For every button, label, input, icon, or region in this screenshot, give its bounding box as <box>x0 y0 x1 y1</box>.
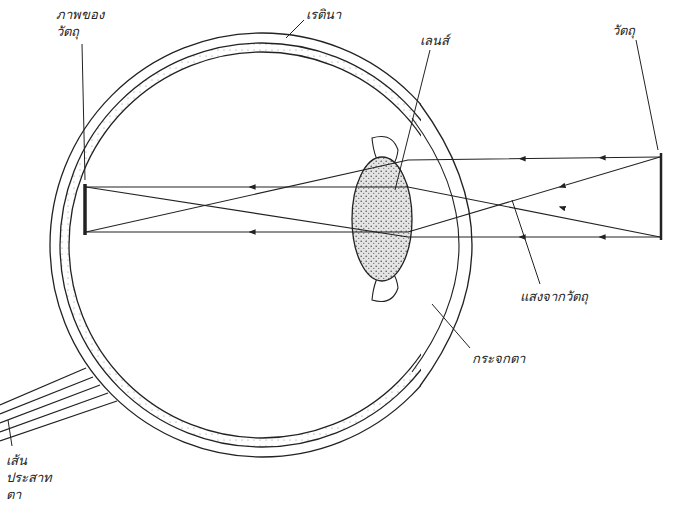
image-label: ภาพของ วัตถุ <box>56 6 116 40</box>
cornea-label: กระจกตา <box>472 350 562 367</box>
lens-label: เลนส์ <box>420 32 490 49</box>
optic-nerve-label: เส้น ประสาท ตา <box>6 452 58 503</box>
light-label: แสงจากวัตถุ <box>520 288 630 305</box>
retina-label: เรตินา <box>306 6 386 23</box>
object-label: วัตถุ <box>612 22 672 39</box>
